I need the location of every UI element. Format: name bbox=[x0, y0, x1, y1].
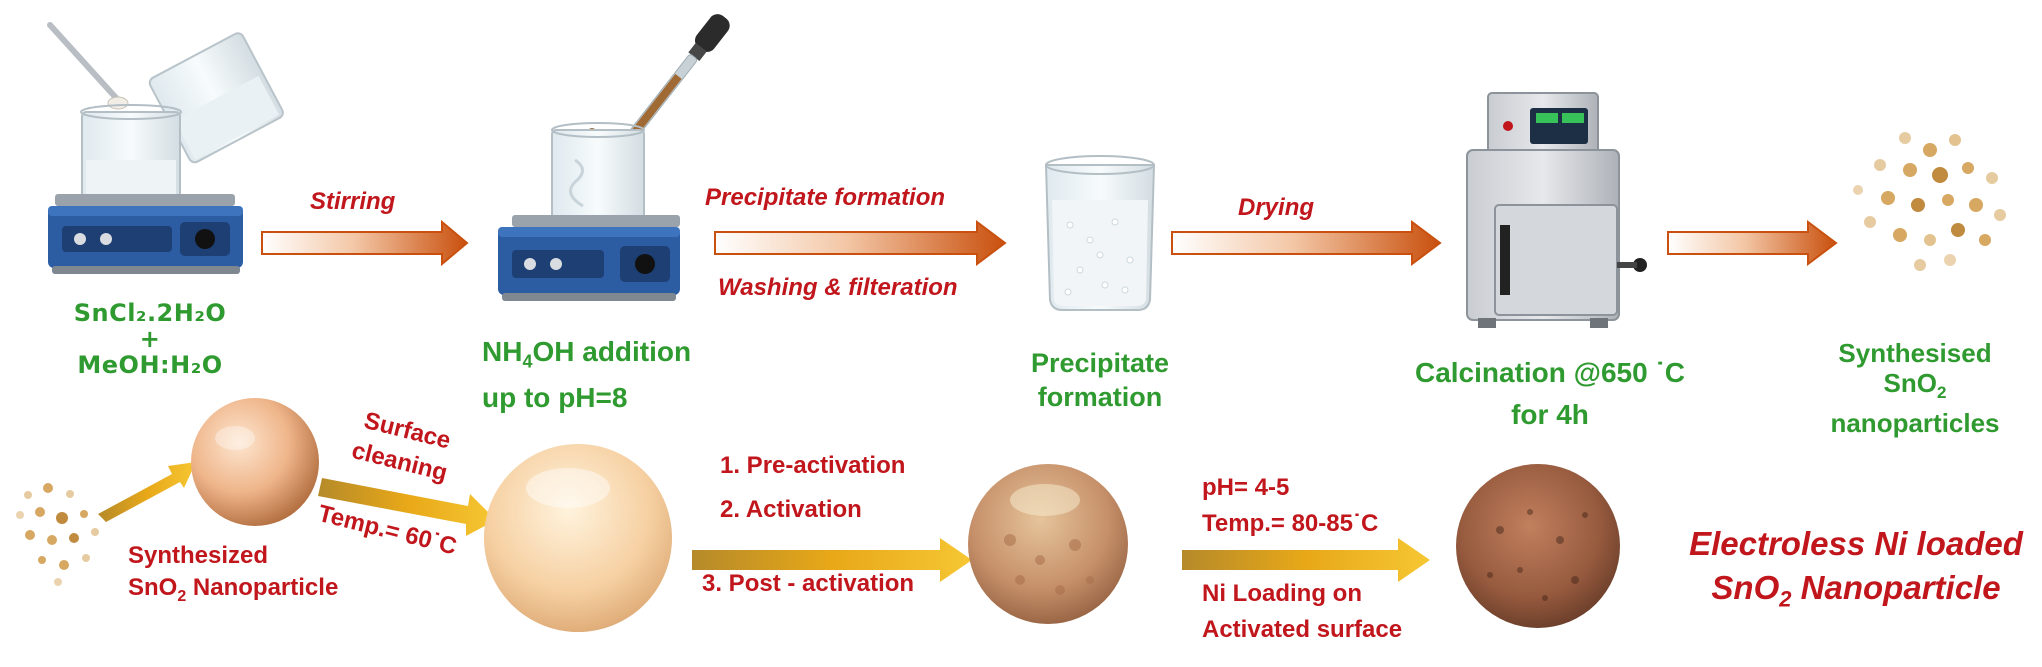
nh4oh-prefix: NH bbox=[482, 336, 523, 367]
calcination-line-2: for 4h bbox=[1511, 399, 1589, 430]
nh4oh-suffix: OH addition bbox=[532, 336, 692, 367]
electroless-ni-label: Electroless Ni loaded SnO2 Nanoparticle bbox=[1670, 522, 2042, 622]
muffle-furnace-icon bbox=[1466, 92, 1647, 328]
synthesised-line-3: nanoparticles bbox=[1830, 408, 2000, 439]
process-arrow-activation bbox=[692, 538, 972, 582]
process-arrow-precipitation bbox=[714, 220, 1007, 266]
reagent-plus: + bbox=[139, 325, 161, 353]
process-arrow-stirring bbox=[261, 219, 469, 267]
process-arrow-to-product bbox=[1667, 220, 1838, 266]
process-arrow-surface-cleaning bbox=[318, 478, 496, 536]
process-arrow-ni-loading bbox=[1182, 538, 1430, 582]
final-sno2-subscript: 2 bbox=[1779, 586, 1792, 612]
reagent-line-1: SnCl₂.2H₂O bbox=[73, 299, 227, 327]
final-sno2-suffix: Nanoparticle bbox=[1791, 569, 2001, 606]
stirring-label: Stirring bbox=[310, 188, 396, 215]
activated-surface-label: Activated surface bbox=[1202, 616, 1403, 643]
start-sno2-subscript: 2 bbox=[177, 587, 187, 605]
pre-activation-label: 1. Pre-activation bbox=[720, 452, 906, 479]
beaker-precipitate-icon bbox=[1044, 155, 1156, 311]
start-sno2-prefix: SnO bbox=[128, 574, 178, 601]
sno2-subscript: 2 bbox=[1936, 383, 1947, 403]
ni-loading-label: Ni Loading on bbox=[1202, 580, 1362, 607]
activation-label: 2. Activation bbox=[720, 496, 862, 523]
ph-label: up to pH=8 bbox=[482, 381, 628, 413]
nanoparticles-dots-icon bbox=[1853, 132, 2006, 271]
precipitate-line-2: formation bbox=[1037, 382, 1163, 412]
final-sno2-prefix: SnO bbox=[1711, 569, 1780, 606]
washing-filteration-label: Washing & filteration bbox=[718, 274, 958, 301]
precipitate-formation-arrow-label: Precipitate formation bbox=[705, 184, 946, 211]
nanoparticles-dots-icon bbox=[16, 483, 99, 586]
ni-loaded-sphere bbox=[1456, 464, 1620, 628]
drying-label: Drying bbox=[1238, 194, 1315, 221]
synthesized-sno2-label: Synthesized SnO2 Nanoparticle bbox=[128, 540, 338, 613]
sno2-prefix: SnO bbox=[1883, 368, 1937, 398]
post-activation-label: 3. Post - activation bbox=[702, 570, 915, 597]
synthesised-line-1: Synthesised bbox=[1838, 338, 1992, 368]
temp-80-85-label: Temp.= 80-85˙C bbox=[1202, 510, 1379, 537]
hotplate-dropper-beaker-icon bbox=[498, 14, 730, 301]
hotplate-stirrer-beaker-icon bbox=[47, 22, 284, 274]
ph-4-5-label: pH= 4-5 bbox=[1202, 474, 1290, 501]
reagent-line-2: MeOH:H₂O bbox=[77, 351, 223, 379]
nh4oh-subscript: 4 bbox=[522, 351, 533, 372]
precipitate-formation-label: Precipitate formation bbox=[990, 346, 1210, 414]
sno2-sphere bbox=[191, 398, 319, 526]
activated-sphere bbox=[968, 464, 1128, 624]
nh4oh-addition-label: NH4OH addition up to pH=8 bbox=[482, 334, 691, 416]
electroless-line-1: Electroless Ni loaded bbox=[1689, 525, 2023, 562]
precipitate-line-1: Precipitate bbox=[1030, 348, 1170, 378]
process-arrow-drying bbox=[1171, 220, 1442, 266]
process-arrow-to-sphere bbox=[98, 462, 196, 522]
calcination-label: Calcination @650 ˙C for 4h bbox=[1380, 352, 1720, 436]
synthesised-sno2-label: Synthesised SnO2 nanoparticles bbox=[1810, 338, 2020, 438]
start-sno2-suffix: Nanoparticle bbox=[186, 574, 339, 601]
calcination-line-1: Calcination @650 ˙C bbox=[1414, 357, 1686, 388]
reagent-label: SnCl₂.2H₂O + MeOH:H₂O bbox=[40, 300, 260, 378]
cleaned-sphere bbox=[484, 444, 672, 632]
synthesized-line-1: Synthesized bbox=[128, 542, 269, 569]
